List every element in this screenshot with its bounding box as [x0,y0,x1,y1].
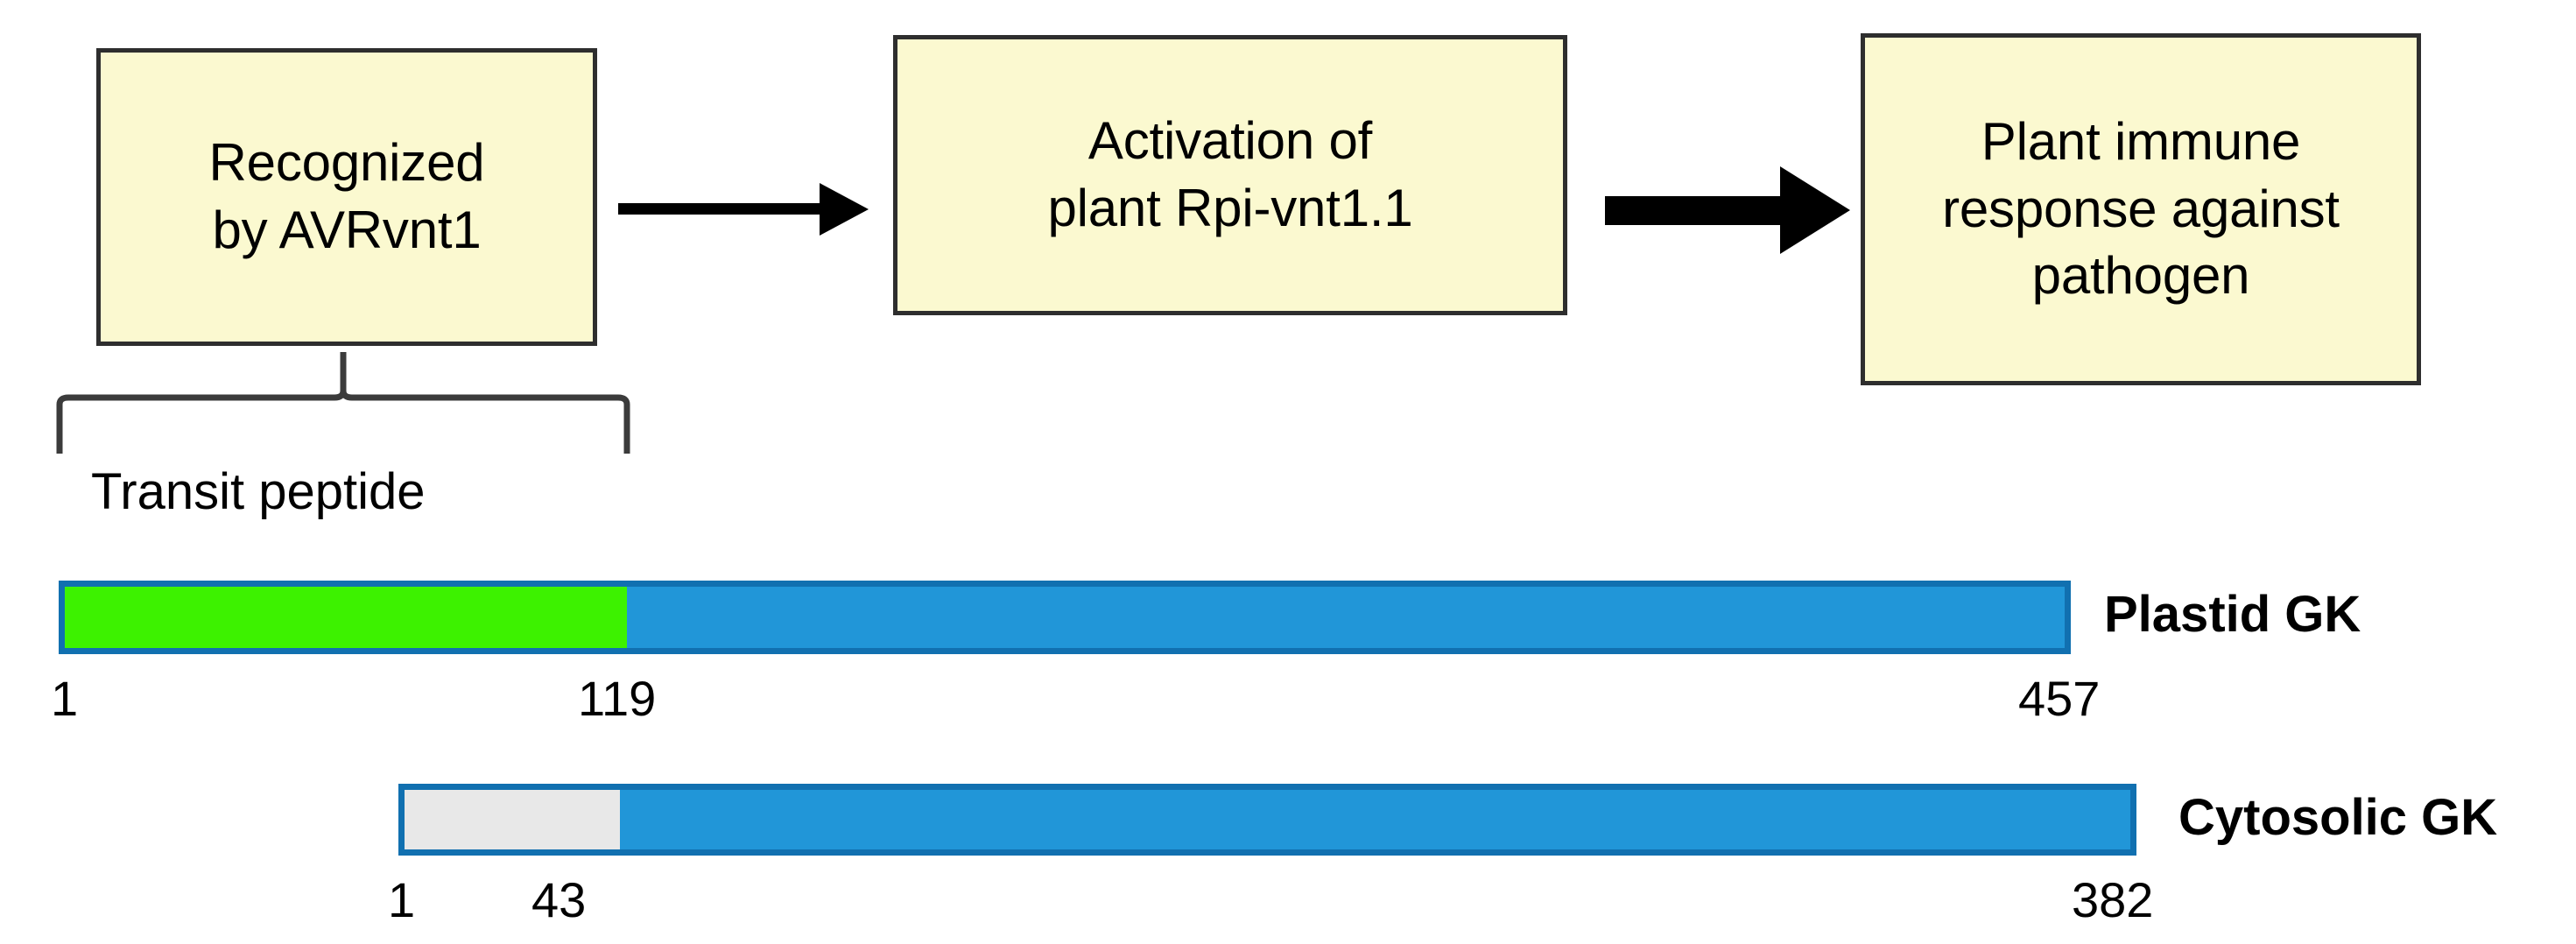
flow-box-line: plant Rpi-vnt1.1 [1047,179,1413,237]
segment-transit-peptide [65,587,627,648]
flow-box-line: response against [1942,179,2340,238]
protein-bar-plastid-gk [59,581,2071,654]
segment-gk-core [626,587,2065,648]
flow-box-line: by AVRvnt1 [212,201,482,259]
flow-box-line: pathogen [2031,246,2250,306]
flow-box-plant-immune-response-against-pathogen: Plant immune response against pathogen [1861,33,2421,385]
transit-peptide-label: Transit peptide [91,463,426,520]
arrow-head [1780,166,1850,254]
arrow-head [820,183,869,236]
tick-label-plastid-boundary: 119 [578,671,657,726]
protein-bar-cytosolic-gk [398,784,2136,856]
flow-box-line: Activation of [1087,111,1373,171]
arrow-shaft [1605,196,1784,225]
flow-box-activation-of-plant-rpi-vnt1-1: Activation of plant Rpi-vnt1.1 [893,35,1567,315]
tick-label-cytosolic-end: 382 [2072,872,2154,927]
tick-label-cytosolic-start: 1 [388,872,416,927]
arrow-right-icon-thick [1605,166,1852,254]
curly-brace-icon [54,350,632,455]
protein-label-plastid-gk: Plastid GK [2104,586,2361,643]
tick-label-cytosolic-boundary: 43 [531,872,587,927]
segment-n-terminal [405,790,621,849]
tick-label-plastid-end: 457 [2018,671,2101,726]
flow-box-line: Plant immune [1981,111,2301,171]
segment-gk-core [620,790,2130,849]
flow-box-line: Recognized [208,133,485,193]
arrow-right-icon-thin [618,182,869,236]
protein-label-cytosolic-gk: Cytosolic GK [2178,789,2498,846]
tick-label-plastid-start: 1 [51,671,79,726]
arrow-shaft [618,203,827,215]
flow-box-recognized-by-avrvnt1: Recognized by AVRvnt1 [96,48,597,346]
